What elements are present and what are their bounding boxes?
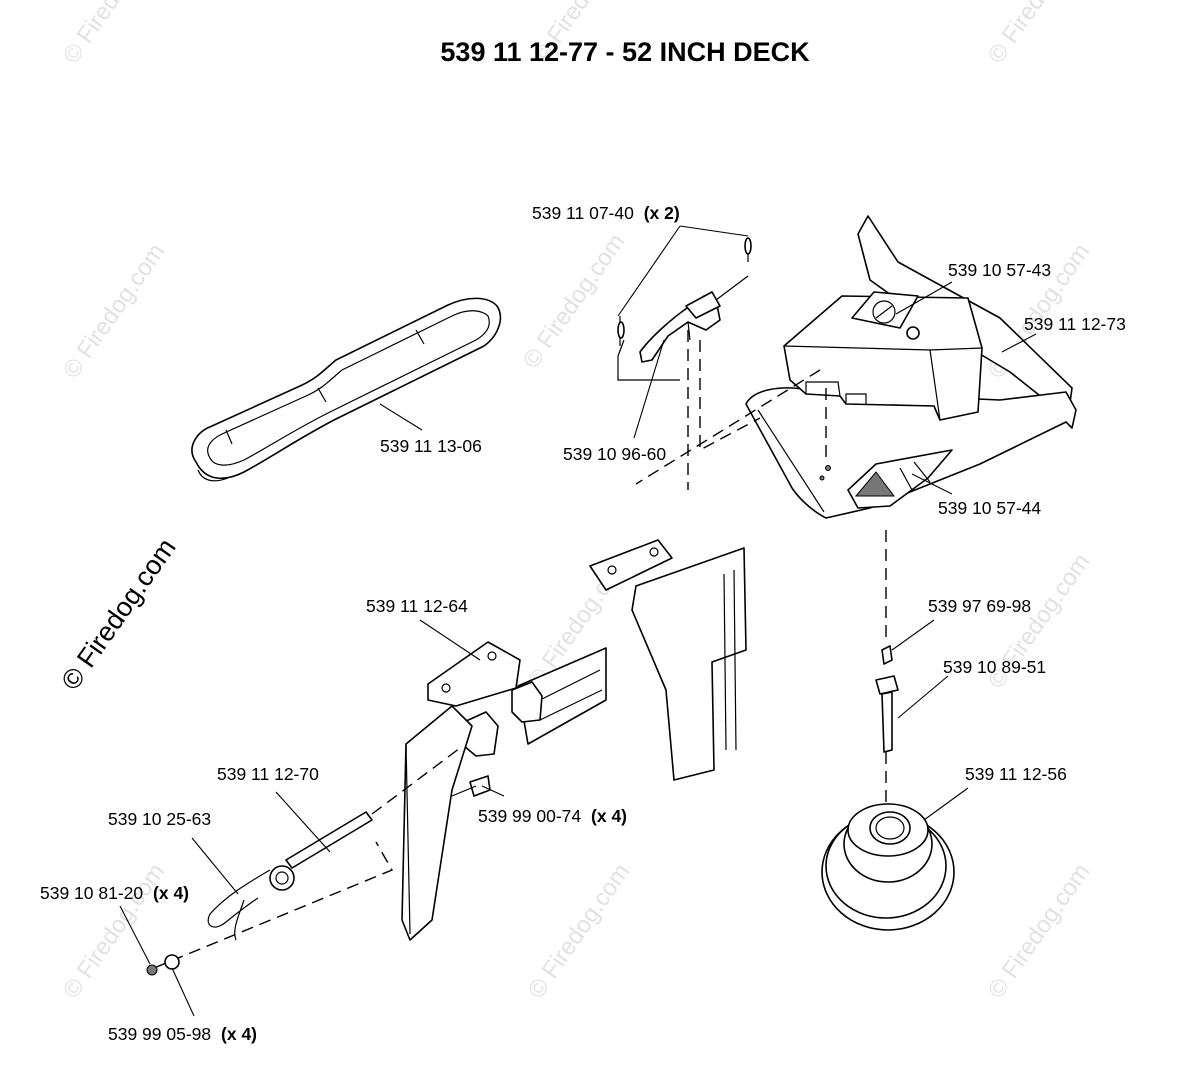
part-number: 539 10 25-63 <box>108 809 211 829</box>
quantity: (x 2) <box>644 203 680 223</box>
callout-539-10-57-43: 539 10 57-43 <box>948 260 1051 280</box>
part-number: 539 11 12-73 <box>1024 314 1126 334</box>
quantity: (x 4) <box>591 806 627 826</box>
callout-539-10-96-60: 539 10 96-60 <box>563 444 666 464</box>
part-number: 539 11 13-06 <box>380 436 482 456</box>
part-number: 539 10 89-51 <box>943 657 1046 677</box>
pulley-bolt-part <box>875 645 899 753</box>
part-number: 539 10 57-43 <box>948 260 1051 280</box>
pulley-part <box>821 803 955 931</box>
watermark-main: © Firedog.com <box>55 533 181 696</box>
assembly-line <box>153 841 394 969</box>
part-number: 539 99 00-74 <box>478 806 581 826</box>
quantity: (x 4) <box>221 1024 257 1044</box>
rod-part <box>207 811 373 941</box>
part-number: 539 11 12-70 <box>217 764 319 784</box>
callout-539-10-89-51: 539 10 89-51 <box>943 657 1046 677</box>
callout-539-99-00-74: 539 99 00-74 (x 4) <box>478 806 627 826</box>
nut-washer-part <box>146 954 180 976</box>
watermark-tile: © Firedog.com <box>58 0 171 68</box>
callout-539-99-05-98: 539 99 05-98 (x 4) <box>108 1024 257 1044</box>
callout-539-10-81-20: 539 10 81-20 (x 4) <box>40 883 189 903</box>
diagram-title: 539 11 12-77 - 52 INCH DECK <box>440 37 810 67</box>
quantity: (x 4) <box>153 883 189 903</box>
callout-539-11-12-56: 539 11 12-56 <box>965 764 1067 784</box>
bolt-part <box>451 775 491 797</box>
part-number: 539 11 07-40 <box>532 203 634 223</box>
callout-539-11-07-40: 539 11 07-40 (x 2) <box>532 203 680 223</box>
watermark-tile: © Firedog.com <box>983 859 1096 1004</box>
callout-539-11-12-64: 539 11 12-64 <box>366 596 468 616</box>
callout-539-10-25-63: 539 10 25-63 <box>108 809 211 829</box>
watermark-tile: © Firedog.com <box>518 229 631 374</box>
part-number: 539 10 81-20 <box>40 883 143 903</box>
part-number: 539 11 12-64 <box>366 596 468 616</box>
belt-part <box>191 297 502 482</box>
callout-539-11-12-73: 539 11 12-73 <box>1024 314 1126 334</box>
part-number: 539 10 57-44 <box>938 498 1041 518</box>
part-number: 539 99 05-98 <box>108 1024 211 1044</box>
callout-539-11-12-70: 539 11 12-70 <box>217 764 319 784</box>
bracket-part <box>401 539 747 941</box>
mounting-plate-part <box>745 215 1077 519</box>
callout-539-11-13-06: 539 11 13-06 <box>380 436 482 456</box>
watermark-tile: © Firedog.com <box>58 239 171 384</box>
watermark-tile: © Firedog.com <box>983 0 1096 68</box>
watermark-tile: © Firedog.com <box>523 859 636 1004</box>
part-number: 539 10 96-60 <box>563 444 666 464</box>
assembly-line <box>635 369 821 485</box>
latch-part <box>617 237 752 381</box>
part-number: 539 11 12-56 <box>965 764 1067 784</box>
callout-539-97-69-98: 539 97 69-98 <box>928 596 1031 616</box>
assembly-line <box>699 340 761 452</box>
callout-539-10-57-44: 539 10 57-44 <box>938 498 1041 518</box>
watermark-tile: © Firedog.com <box>58 859 171 1004</box>
leader-lines <box>119 225 1037 1017</box>
part-number: 539 97 69-98 <box>928 596 1031 616</box>
